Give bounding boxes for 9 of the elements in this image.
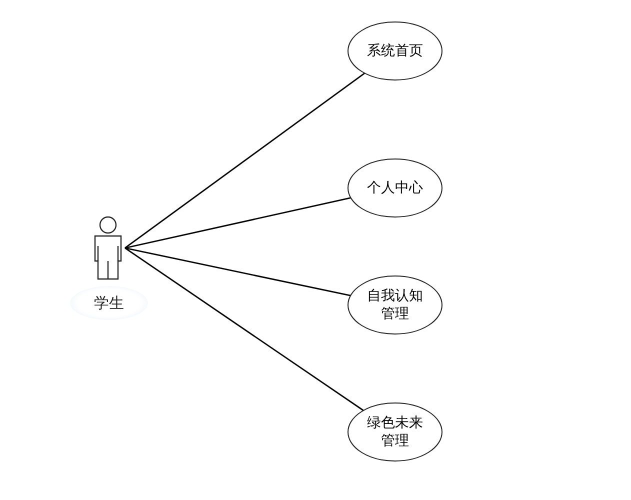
use-case-ellipse: 自我认知管理 — [347, 275, 443, 335]
use-case-ellipse: 系统首页 — [347, 21, 443, 81]
association-line — [124, 72, 366, 249]
use-case-ellipse: 绿色未来管理 — [347, 402, 443, 462]
actor-label: 学生 — [70, 286, 148, 320]
association-line — [124, 247, 364, 412]
use-case-ellipse: 个人中心 — [347, 158, 443, 218]
association-line — [124, 247, 351, 296]
association-line — [124, 197, 351, 249]
